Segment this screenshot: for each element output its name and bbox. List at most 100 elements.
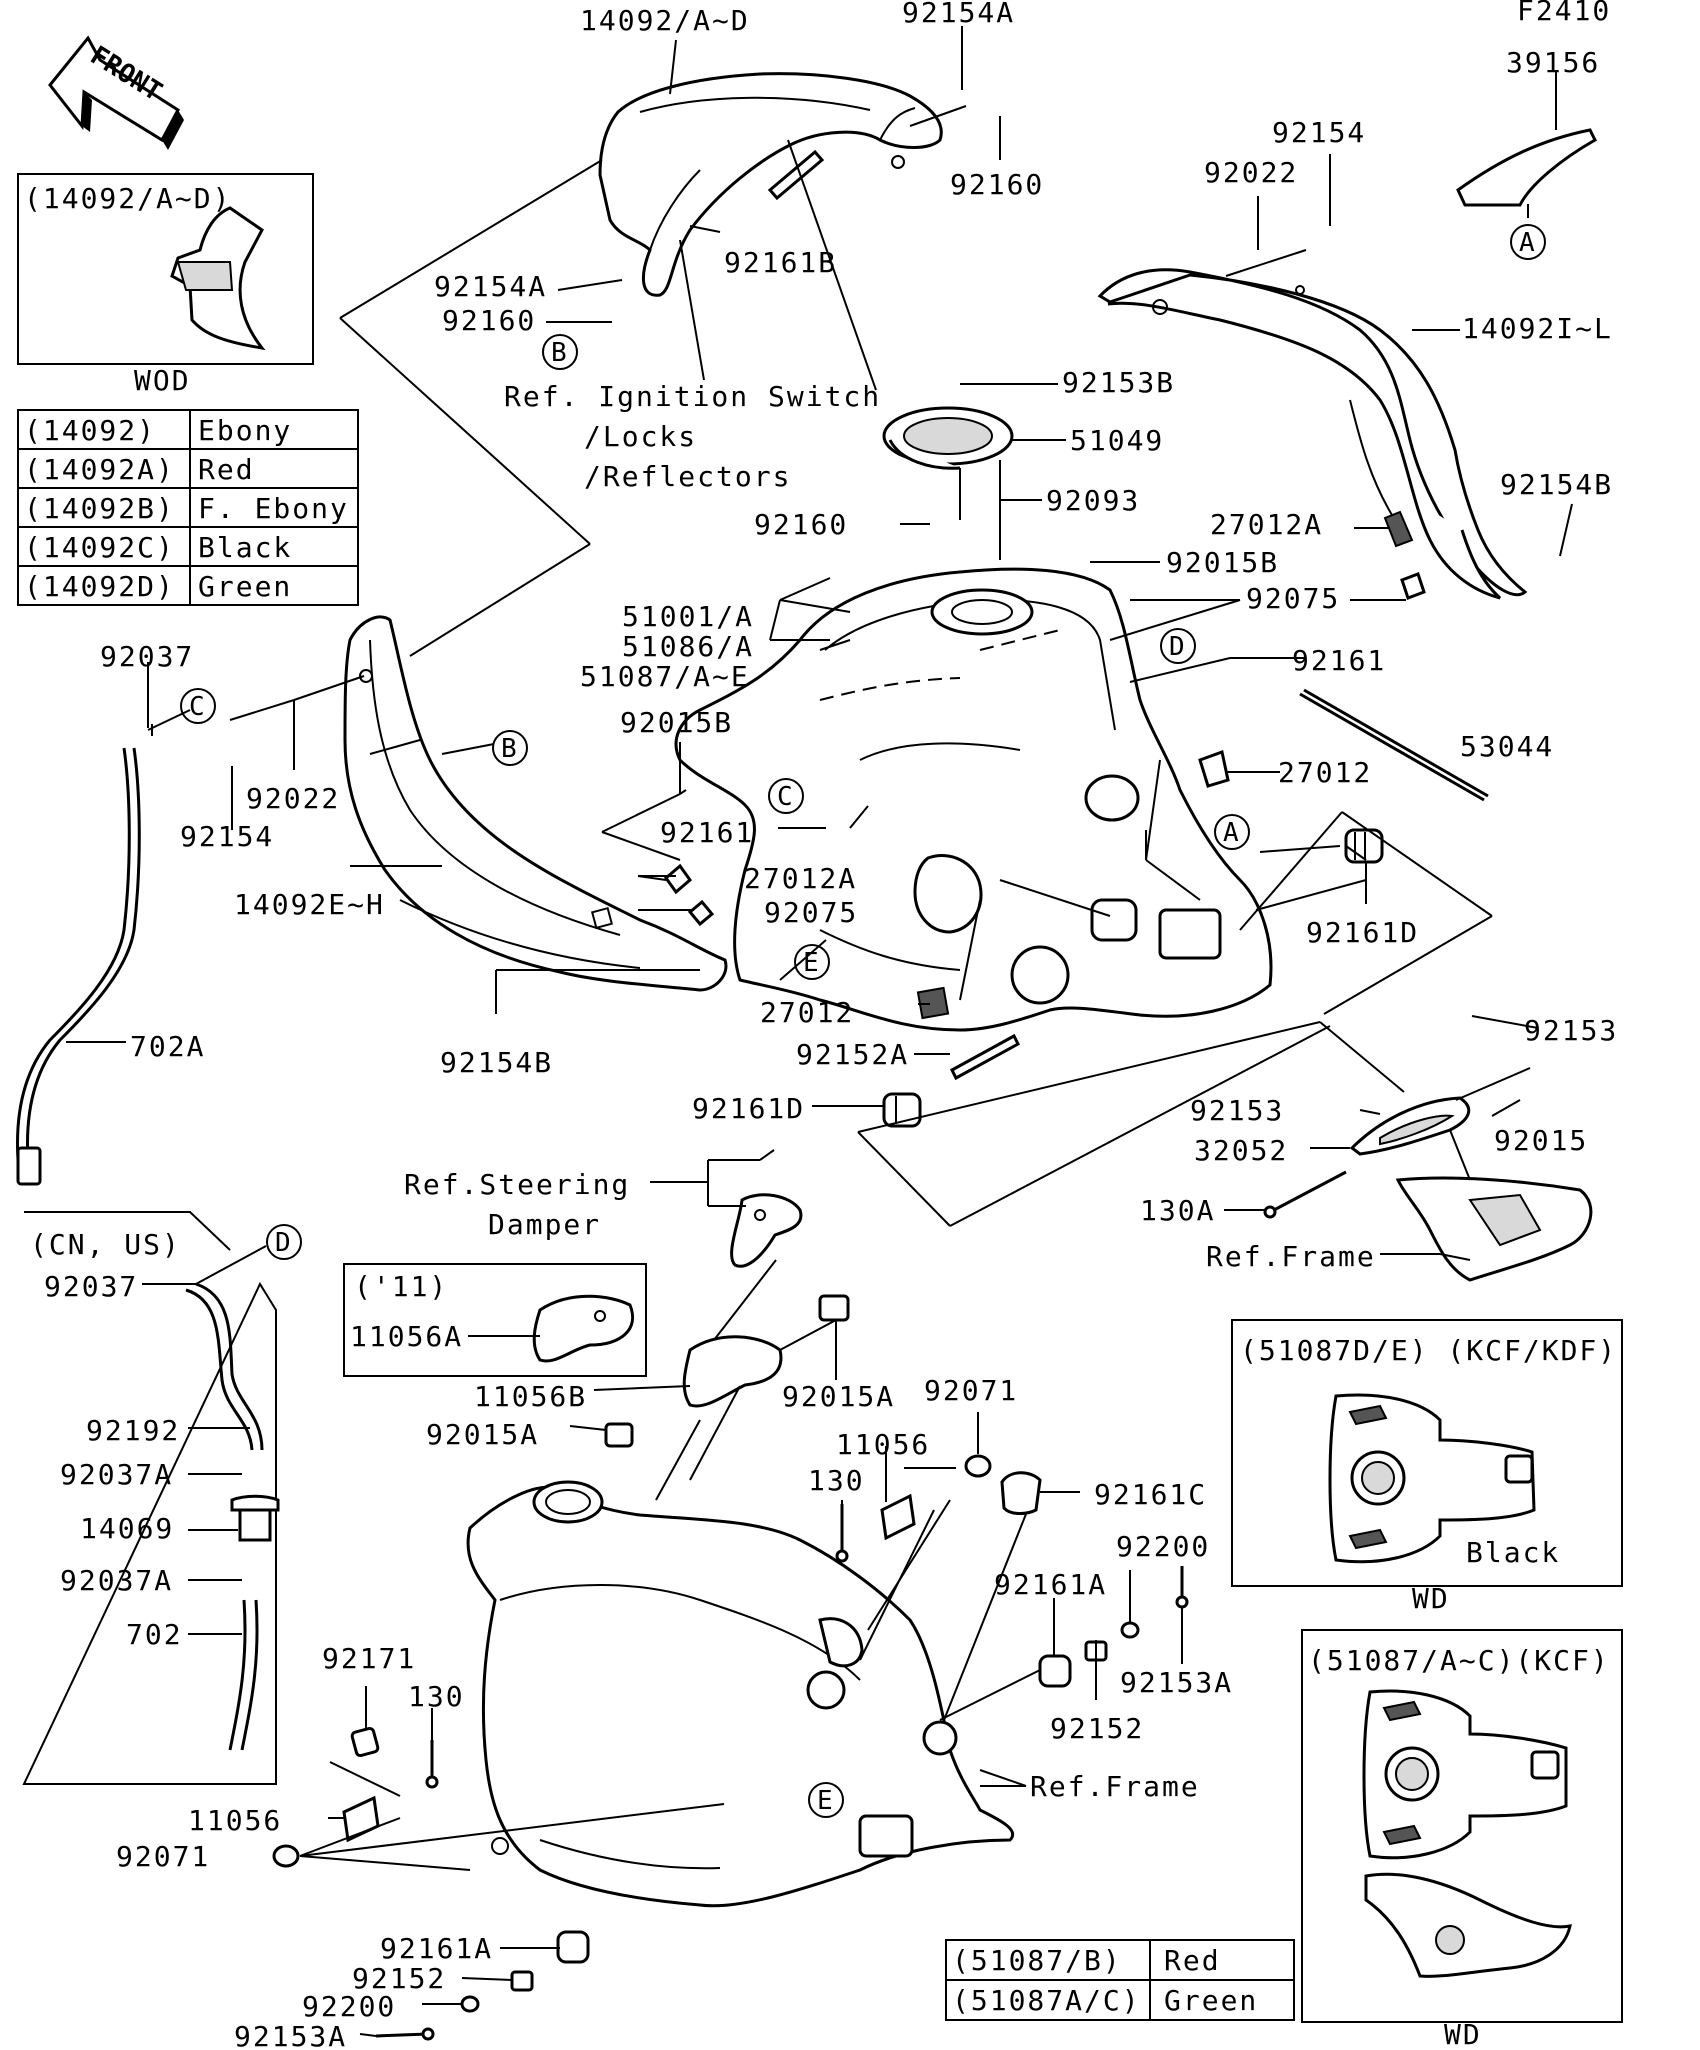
part-label: 51049 xyxy=(1070,424,1164,457)
part-label: 92037 xyxy=(44,1270,138,1303)
left-cover-illustration xyxy=(343,615,728,992)
svg-text:E: E xyxy=(803,948,819,978)
circle-marker: B xyxy=(492,730,528,766)
pin-92161b-icon xyxy=(767,149,825,201)
part-label: 92200 xyxy=(1116,1530,1210,1563)
tank-top-view-kdf-illustration xyxy=(1328,1393,1536,1564)
circle-marker: C xyxy=(180,688,216,724)
ref-ignition-reflectors-label: /Reflectors xyxy=(584,460,791,493)
part-label: 92161D xyxy=(692,1092,805,1125)
ref-damper-label: Damper xyxy=(488,1208,601,1241)
color-code: (14092C) xyxy=(24,531,175,564)
part-label: 92161A xyxy=(994,1568,1107,1601)
part-label: 92171 xyxy=(322,1642,416,1675)
svg-text:C: C xyxy=(189,692,205,722)
sticker-27012a-left-icon xyxy=(663,863,693,895)
fuel-tank-illustration xyxy=(674,567,1273,1032)
ref-frame-low-label: Ref.Frame xyxy=(1030,1770,1200,1803)
part-label: 92075 xyxy=(764,896,858,929)
part-label: 39156 xyxy=(1506,46,1600,79)
tank-top-view-kcf-illustration xyxy=(1362,1689,1568,1860)
inset-kcf-kdf: (51087D/E) (KCF/KDF) Black WD xyxy=(1231,1319,1623,1615)
color-code: (14092B) xyxy=(24,492,175,525)
hose-702-illustration xyxy=(228,1599,259,1751)
color-name: Red xyxy=(1164,1944,1221,1977)
part-label: 51086/A xyxy=(622,630,754,663)
color-name: Black xyxy=(198,531,292,564)
svg-text:B: B xyxy=(501,734,517,764)
part-label: 92161C xyxy=(1094,1478,1207,1511)
leader-lines xyxy=(66,26,1573,2037)
part-label: 92154 xyxy=(1272,116,1366,149)
ref-steering-label: Ref.Steering xyxy=(404,1168,630,1201)
inset-kcf-caption: WD xyxy=(1444,2018,1482,2050)
part-label: 92015A xyxy=(782,1380,895,1413)
reference-labels: Ref. Ignition Switch /Locks /Reflectors … xyxy=(404,380,1376,1803)
part-label: 92071 xyxy=(116,1840,210,1873)
part-label: 11056 xyxy=(188,1804,282,1837)
part-label: 92192 xyxy=(86,1414,180,1447)
sticker-27012-low-icon xyxy=(916,986,950,1020)
part-label: 92015B xyxy=(1166,546,1279,579)
inset-wod: (14092/A~D) WOD xyxy=(17,173,314,397)
part-label: 130 xyxy=(408,1680,465,1713)
color-row: (51087A/C) Green xyxy=(952,1984,1258,2017)
inset-wod-caption: WOD xyxy=(134,364,191,397)
circle-marker: B xyxy=(542,334,578,370)
circle-marker: A xyxy=(1510,224,1546,260)
color-name: Ebony xyxy=(198,414,292,447)
rubber-92161a-bottom-icon xyxy=(556,1930,590,1964)
front-arrow-icon: FRONT xyxy=(48,35,184,150)
circle-marker: D xyxy=(1160,628,1196,664)
sticker-27012a-right-icon xyxy=(1383,510,1414,548)
circle-marker: A xyxy=(1214,814,1250,850)
color-row: (14092C) Black xyxy=(24,531,292,564)
color-name: F. Ebony xyxy=(198,492,349,525)
fuel-cap-51049-icon xyxy=(882,406,1014,470)
washer-92071-low-icon xyxy=(272,1844,300,1868)
inset-wod-header: (14092/A~D) xyxy=(24,182,231,215)
part-label: 27012A xyxy=(1210,508,1323,541)
part-label: 14092E~H xyxy=(234,888,385,921)
circle-marker: E xyxy=(794,944,830,980)
part-label: 92161 xyxy=(660,816,754,849)
part-label: 92154 xyxy=(180,820,274,853)
frame-illustration xyxy=(466,1480,1014,1908)
color-name: Green xyxy=(1164,1984,1258,2017)
part-label: 92153 xyxy=(1190,1094,1284,1127)
part-label: 92154B xyxy=(1500,468,1613,501)
svg-text:E: E xyxy=(817,1786,833,1816)
circle-marker: C xyxy=(768,778,804,814)
part-label: 11056 xyxy=(836,1428,930,1461)
part-label: 92161 xyxy=(1292,644,1386,677)
svg-text:A: A xyxy=(1223,818,1239,848)
tank-side-view-kcf-illustration xyxy=(1364,1872,1572,1978)
svg-text:C: C xyxy=(777,782,793,812)
color-name: Red xyxy=(198,453,255,486)
sticker-92075-left-icon xyxy=(687,899,715,927)
right-cover-illustration xyxy=(1097,268,1528,600)
part-label: 27012A xyxy=(744,862,857,895)
figure-code: F2410 xyxy=(1517,0,1611,27)
part-label: 92152 xyxy=(352,1962,446,1995)
color-code: (51087A/C) xyxy=(952,1984,1141,2017)
rod-53044-icon xyxy=(1299,688,1489,802)
collar-92015a-left-icon xyxy=(604,1422,634,1448)
part-label: 92154B xyxy=(440,1046,553,1079)
bracket-32052-icon xyxy=(1349,1096,1471,1156)
part-label: 92015B xyxy=(620,706,733,739)
inset-kcf-kdf-header: (51087D/E) (KCF/KDF) xyxy=(1240,1334,1617,1367)
part-label: 92161B xyxy=(724,246,837,279)
pipe-92152-bottom-icon xyxy=(510,1970,534,1992)
ref-frame-right-label: Ref.Frame xyxy=(1206,1240,1376,1273)
fuel-pump-plate-icon xyxy=(913,854,983,934)
part-label: 27012 xyxy=(1278,756,1372,789)
part-label: 92154A xyxy=(902,0,1015,29)
color-table-14092: (14092) Ebony (14092A) Red (14092B) F. E… xyxy=(17,409,359,606)
part-label: 92153 xyxy=(1524,1014,1618,1047)
part-label: 92152A xyxy=(796,1038,909,1071)
washer-92071-top-icon xyxy=(964,1454,992,1478)
bolt-130-low-icon xyxy=(425,1740,439,1789)
part-label: 92015A xyxy=(426,1418,539,1451)
part-label: 702A xyxy=(130,1030,205,1063)
